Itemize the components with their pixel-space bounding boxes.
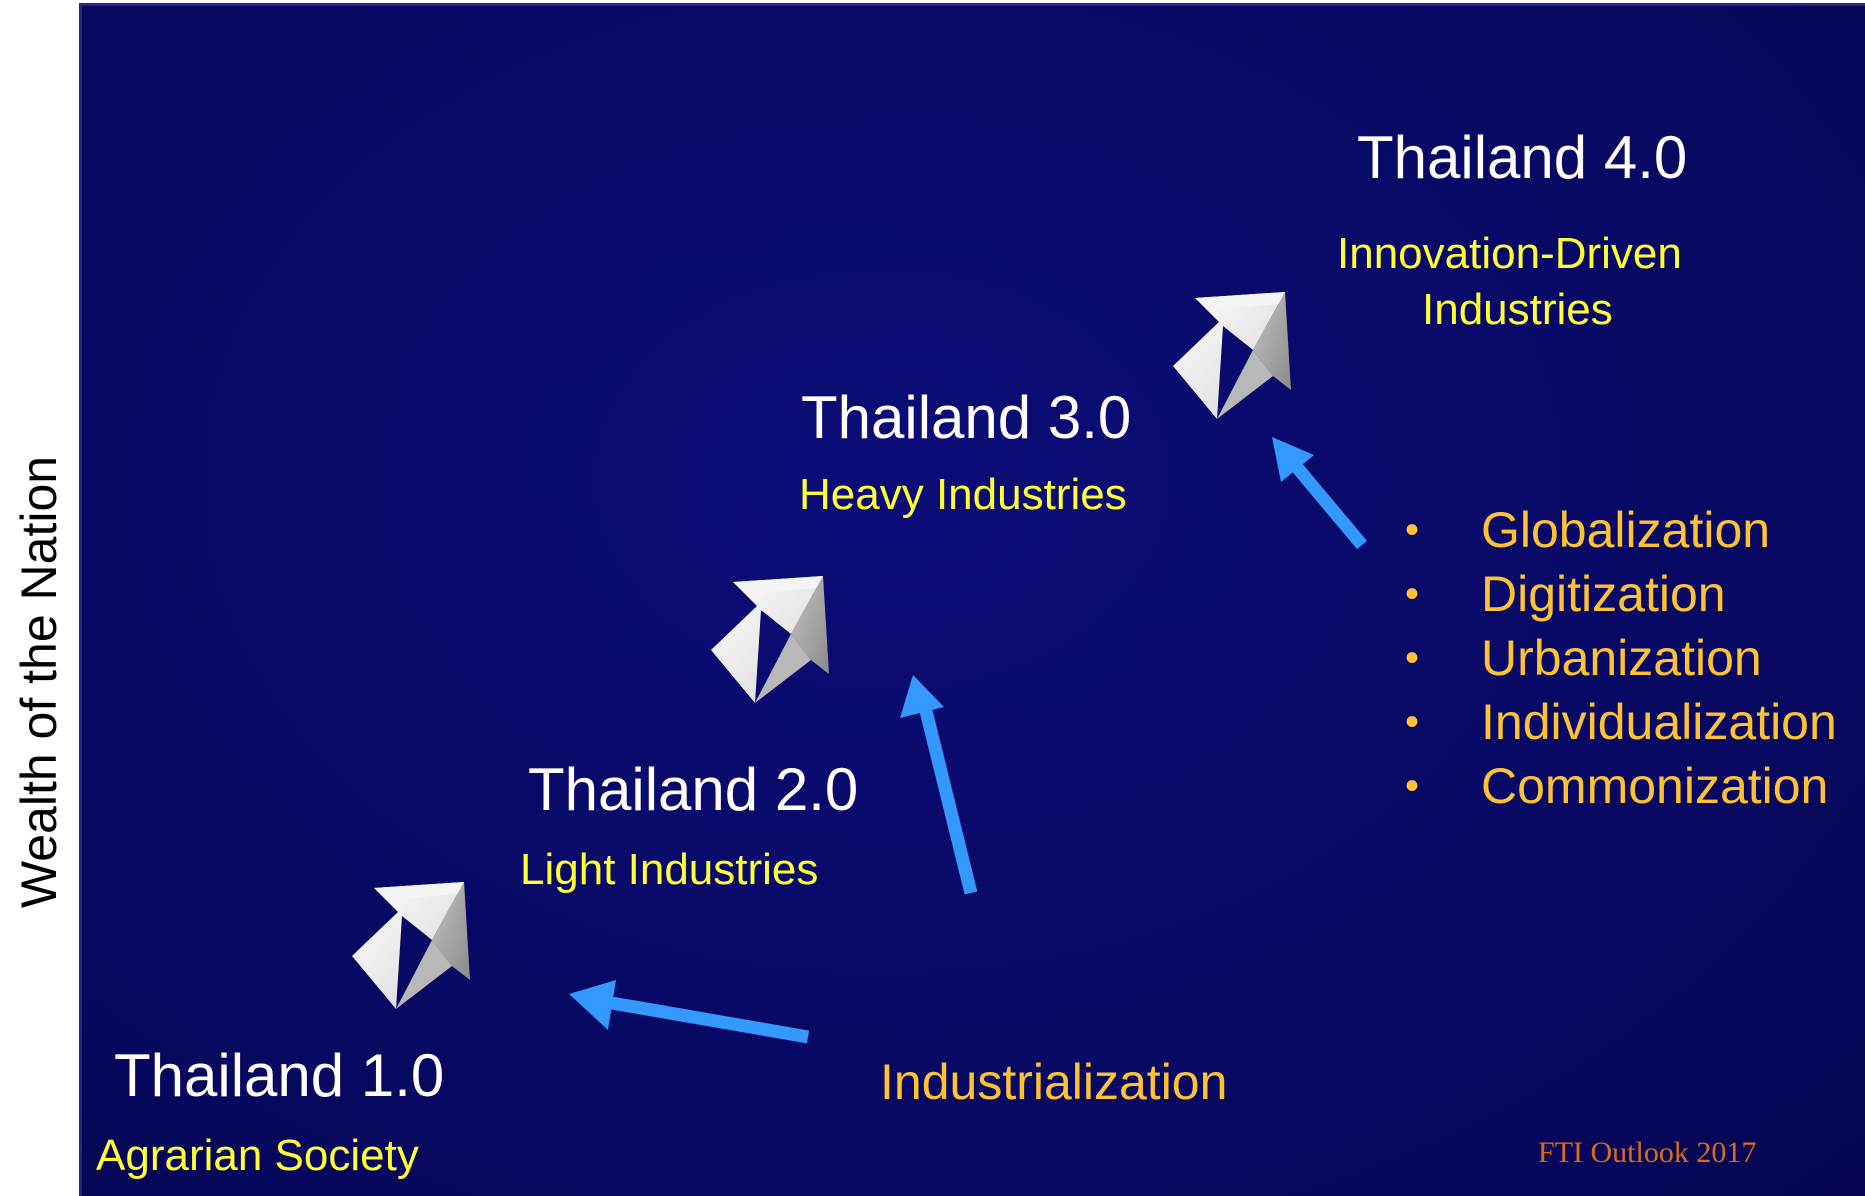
bullet-digitization: Digitization — [1405, 562, 1837, 626]
bullet-globalization: Globalization — [1405, 498, 1837, 562]
stage-4-title: Thailand 4.0 — [1357, 124, 1688, 191]
bullet-commonization: Commonization — [1405, 754, 1837, 818]
stage-3-title: Thailand 3.0 — [801, 384, 1132, 451]
stage-4-subtitle-line2: Industries — [1422, 285, 1613, 334]
step-arrow-1 — [352, 882, 470, 1009]
bullet-individualization: Individualization — [1405, 690, 1837, 754]
stage-4-subtitle-line1: Innovation-Driven — [1337, 229, 1682, 278]
stage-2-subtitle: Light Industries — [520, 845, 819, 894]
step-arrow-3 — [1173, 292, 1291, 419]
step-arrow-2 — [711, 576, 829, 703]
industrialization-label: Industrialization — [880, 1054, 1228, 1110]
diagram-panel: Thailand 1.0 Agrarian Society Thailand 2… — [79, 3, 1865, 1196]
stage-1-subtitle: Agrarian Society — [96, 1131, 419, 1180]
drivers-bullet-list: Globalization Digitization Urbanization … — [1405, 498, 1837, 818]
blue-arrow-to-stage-4 — [1272, 437, 1367, 550]
stage-3-subtitle: Heavy Industries — [799, 470, 1127, 519]
stage-2-title: Thailand 2.0 — [528, 756, 859, 823]
blue-arrow-to-stage-2 — [569, 980, 810, 1044]
stage-1-title: Thailand 1.0 — [114, 1042, 445, 1109]
blue-arrow-to-stage-3 — [900, 675, 978, 895]
bullet-urbanization: Urbanization — [1405, 626, 1837, 690]
source-label: FTI Outlook 2017 — [1538, 1136, 1757, 1169]
